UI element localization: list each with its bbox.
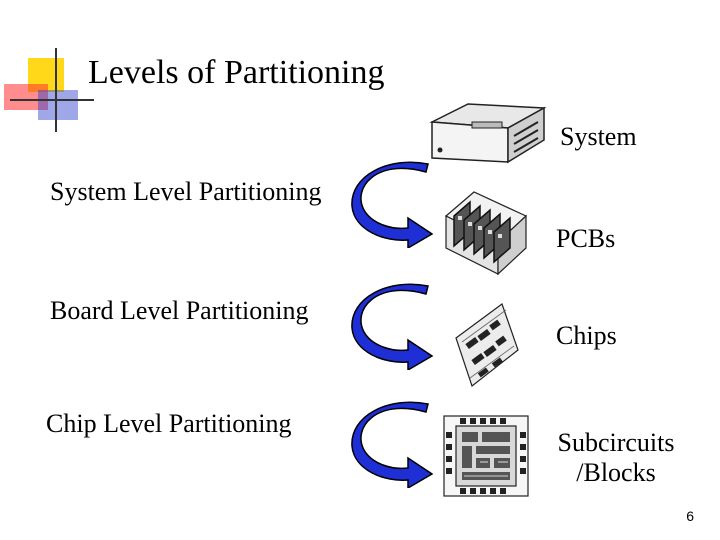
component-label-pcbs: PCBs: [556, 224, 616, 253]
label-board-level-partitioning: Board Level Partitioning: [50, 296, 309, 325]
component-label-subcircuits: Subcircuits /Blocks: [554, 428, 678, 488]
component-label-system: System: [560, 122, 637, 151]
label-chip-level-partitioning: Chip Level Partitioning: [46, 409, 292, 438]
component-label-subcircuits-line1: Subcircuits: [557, 428, 675, 457]
ic-layout-icon: [443, 415, 529, 497]
curved-arrow-1: [351, 161, 434, 248]
title-decoration: [4, 48, 94, 132]
curved-arrow-3: [351, 401, 434, 488]
pcb-rack-icon: [444, 191, 528, 276]
curved-arrow-2: [351, 283, 434, 370]
system-box-icon: [429, 103, 547, 164]
component-label-subcircuits-line2: /Blocks: [576, 458, 656, 487]
component-label-chips: Chips: [556, 321, 617, 350]
page-number: 6: [686, 508, 694, 524]
slide-title: Levels of Partitioning: [88, 54, 385, 91]
chip-board-icon: [455, 303, 519, 387]
label-system-level-partitioning: System Level Partitioning: [50, 177, 322, 206]
